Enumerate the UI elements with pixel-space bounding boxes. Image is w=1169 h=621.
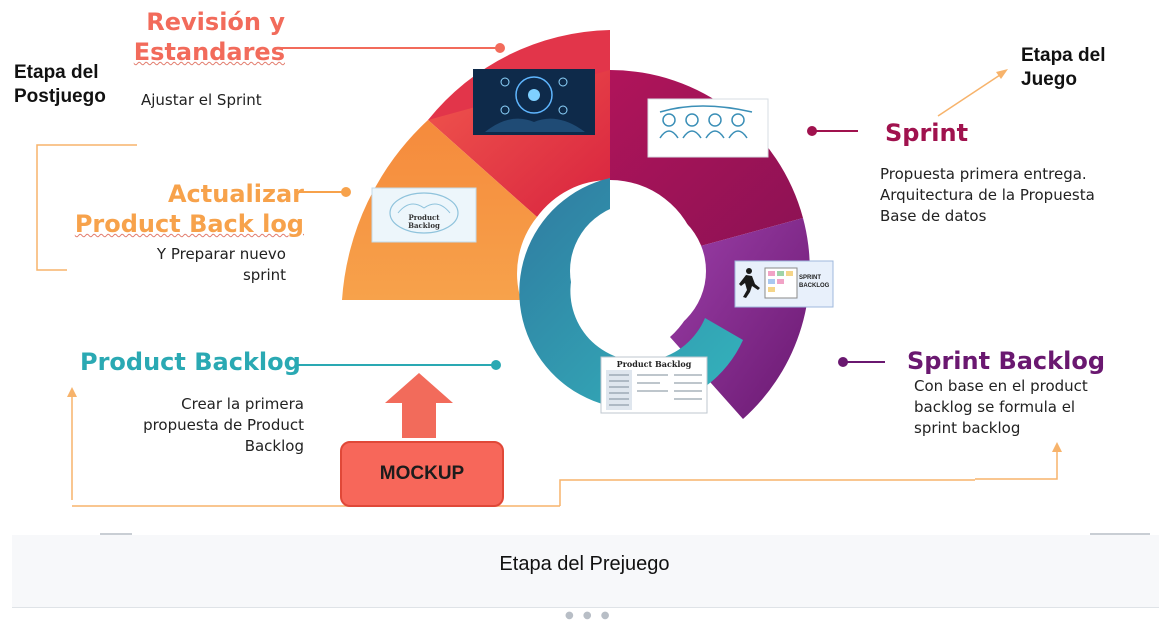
segment-product-backlog [519, 178, 743, 410]
stage-postgame-label: Etapa del Postjuego [14, 62, 106, 107]
actualizar-title-line1: Actualizar [167, 180, 304, 208]
stage-pregame-label: Etapa del Prejuego [499, 553, 670, 575]
actualizar-desc: Y Preparar nuevo sprint [156, 245, 286, 284]
technology-hands-icon [473, 69, 595, 135]
stage-game-label: Etapa del Juego [1021, 45, 1106, 90]
sprint-backlog-title: Sprint Backlog [907, 347, 1106, 375]
revision-title-line1: Revisión y [146, 8, 285, 36]
backlog-doc-title: Product Backlog [616, 359, 692, 369]
sprint-desc: Propuesta primera entrega. Arquitectura … [880, 165, 1095, 225]
footer-band [12, 535, 1159, 608]
sprint-backlog-card [734, 260, 834, 308]
product-backlog-title: Product Backlog [80, 348, 301, 376]
revision-desc: Ajustar el Sprint [141, 91, 262, 109]
sprint-people-icon [647, 98, 769, 158]
actualizar-title-line2: Product Back log [74, 210, 304, 238]
mockup-box: MOCKUP [340, 441, 504, 507]
document-icon [600, 356, 708, 414]
revision-title-line2: Estandares [133, 38, 285, 66]
product-backlog-desc: Crear la primera propuesta de Product Ba… [143, 395, 304, 455]
sprint-backlog-card-label: SPRINT BACKLOG [799, 275, 830, 289]
brain-icon [371, 187, 477, 243]
arrow-up-icon [385, 373, 453, 438]
actualizar-title: Actualizar Product Back log [60, 179, 304, 239]
runner-icon [739, 268, 760, 298]
product-backlog-card-label: Product Backlog [408, 213, 440, 230]
sprint-title: Sprint [885, 119, 969, 147]
sprint-backlog-desc: Con base en el product backlog se formul… [914, 377, 1088, 437]
pager-dots: ● ● ● [565, 610, 613, 621]
revision-title: Revisión y Estandares [120, 7, 285, 67]
